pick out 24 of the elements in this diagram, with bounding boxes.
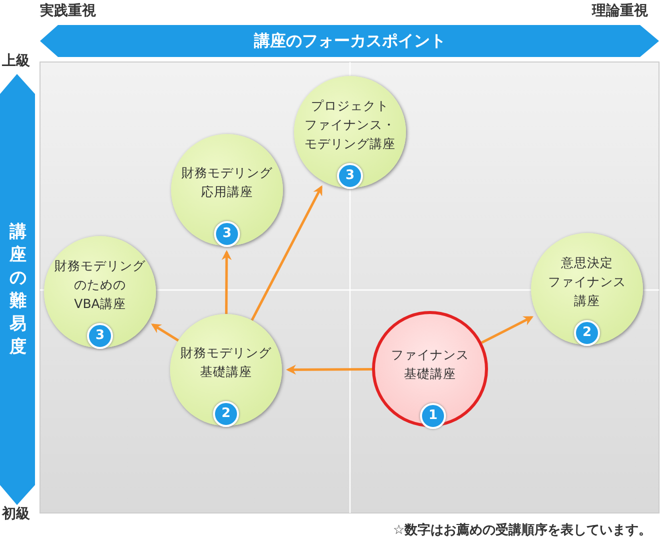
axis-title: 講座のフォーカスポイント <box>254 31 446 50</box>
course-name: ファイナンス基礎講座 <box>390 346 470 383</box>
course-name: プロジェクトファイナンス・モデリング講座 <box>304 96 396 152</box>
arrow <box>222 250 232 314</box>
axis-end-label: 上級 <box>2 53 30 70</box>
arrow <box>250 185 322 321</box>
axis-end-label: 実践重視 <box>40 3 96 20</box>
arrow <box>151 324 180 342</box>
course-name: 財務モデリング応用講座 <box>180 164 274 201</box>
arrow <box>286 364 372 375</box>
axis-end-label: 初級 <box>2 506 30 523</box>
course-name: 意思決定ファイナンス講座 <box>547 254 627 310</box>
course-name: 財務モデリングのためのVBA講座 <box>54 256 146 312</box>
number-badge: 3 <box>214 221 240 247</box>
number-badge: 1 <box>420 403 446 429</box>
axis-end-label: 理論重視 <box>592 3 648 20</box>
number-badge: 2 <box>213 401 239 427</box>
number-badge: 2 <box>574 320 600 346</box>
arrow <box>481 316 534 344</box>
number-badge: 3 <box>87 323 113 349</box>
footnote: ☆数字はお薦めの受講順序を表しています。 <box>393 523 652 539</box>
number-badge: 3 <box>337 163 363 189</box>
course-name: 財務モデリング基礎講座 <box>180 344 272 381</box>
axis-title: 講座の難易度 <box>8 221 28 359</box>
